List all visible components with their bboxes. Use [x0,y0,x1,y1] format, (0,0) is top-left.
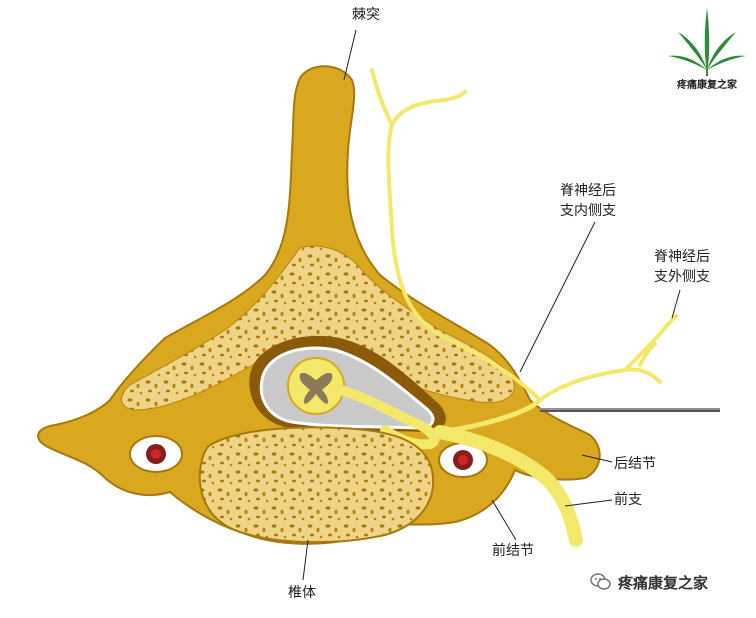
vertebral-body [198,426,435,544]
label-anterior-ramus: 前支 [614,492,642,508]
label-lateral-branch-2: 支外侧支 [654,269,710,285]
anterior-ramus-nerve [433,425,583,547]
label-vertebral-body: 椎体 [288,585,316,601]
leaf-icon [668,8,746,76]
leader-body [302,539,309,581]
watermark: 疼痛康复之家 [590,570,708,594]
label-medial-branch-1: 脊神经后 [560,183,616,199]
posterior-ramus [437,397,543,435]
gray-matter [299,372,333,404]
label-anterior-tubercle: 前结节 [492,543,534,559]
leader-medial [519,221,596,373]
leader-lateral [671,289,681,319]
logo-text: 疼痛康复之家 [677,80,737,91]
leader-anterior-tubercle [491,499,517,541]
label-medial-branch-2: 支内侧支 [560,203,616,219]
wechat-icon [590,573,611,590]
label-lateral-branch-1: 脊神经后 [654,249,710,265]
label-posterior-tubercle: 后结节 [614,456,656,472]
leader-anterior-ramus [564,499,613,507]
watermark-text: 疼痛康复之家 [618,573,709,592]
leader-posterior-tubercle [581,454,613,463]
lateral-branch-nerve [538,314,678,402]
leader-spinous [343,29,357,81]
medial-branch-nerve [370,68,542,402]
label-spinous-process: 棘突 [352,7,380,23]
